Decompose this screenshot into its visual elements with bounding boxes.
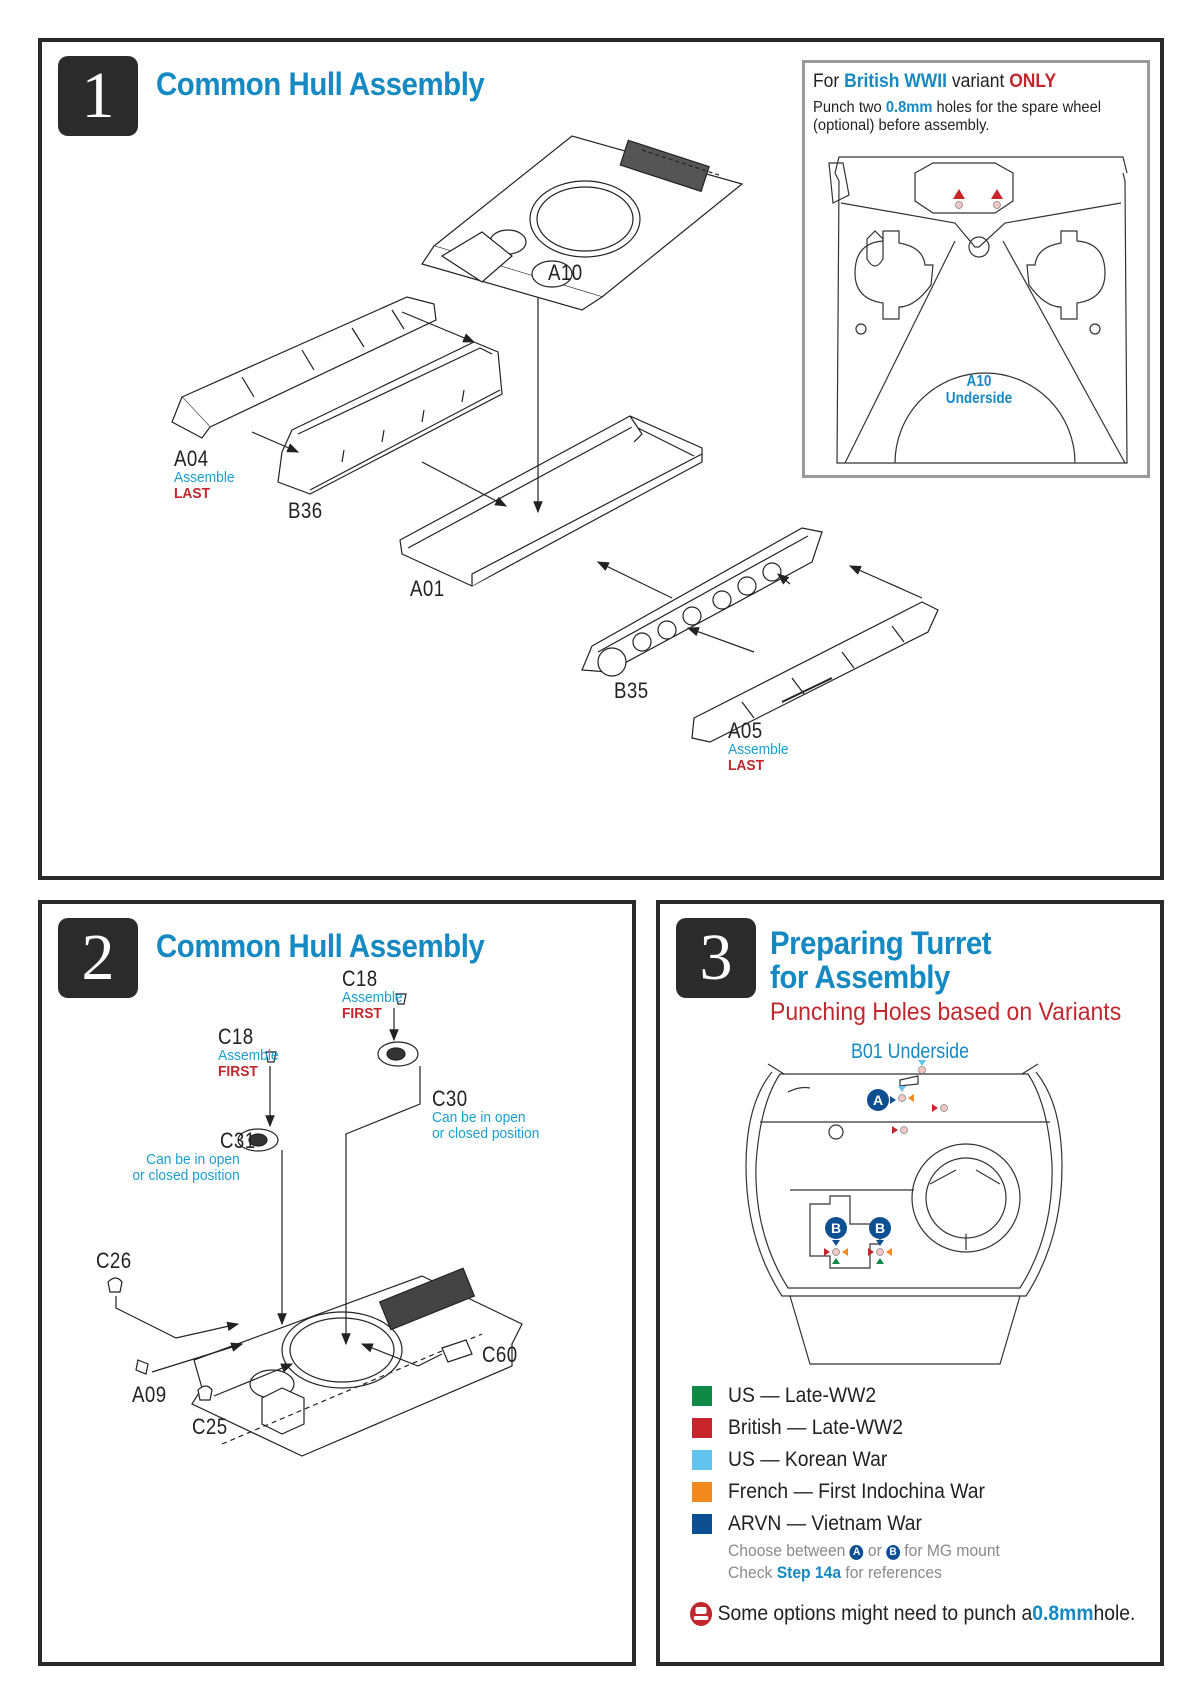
part-label-a04: A04 bbox=[174, 446, 209, 471]
arrow-c25-to-hull bbox=[213, 1363, 294, 1397]
part-label-b36: B36 bbox=[288, 498, 323, 523]
part-c18-b-drawing bbox=[395, 993, 407, 1005]
legend-item: French — First Indochina War bbox=[692, 1476, 1024, 1508]
turret-diagram-label: B01 Underside bbox=[850, 1040, 970, 1063]
arvn-step-note: Check Step 14a for references bbox=[728, 1563, 942, 1582]
part-label-b35: B35 bbox=[614, 678, 649, 703]
badge-b-icon: B bbox=[886, 1545, 900, 1560]
mg-mount-badge-b: B bbox=[868, 1217, 892, 1264]
inset-heading: For British WWII variant ONLY bbox=[813, 71, 1057, 92]
c18-note: Assemble FIRST bbox=[342, 989, 403, 1022]
step-number: 2 bbox=[58, 918, 138, 998]
legend-item: British — Late-WW2 bbox=[692, 1412, 1024, 1444]
c31-note: Can be in open or closed position bbox=[132, 1151, 240, 1184]
step-number: 3 bbox=[676, 918, 756, 998]
step-title: Common Hull Assembly bbox=[156, 928, 485, 964]
part-a10-drawing bbox=[421, 135, 744, 311]
part-b36-drawing bbox=[277, 341, 503, 495]
legend-swatch bbox=[692, 1482, 712, 1502]
british-variant-inset: For British WWII variant ONLY Punch two … bbox=[802, 60, 1150, 478]
part-c25-drawing bbox=[197, 1385, 213, 1401]
a04-note: Assemble LAST bbox=[174, 469, 235, 502]
part-c60-drawing bbox=[441, 1339, 473, 1363]
part-label-c25: C25 bbox=[192, 1414, 228, 1439]
arrow-a05-to-b35-b bbox=[686, 627, 755, 653]
arrow-a04-to-b36-b bbox=[251, 431, 300, 453]
mg-mount-badge-a bbox=[867, 1089, 889, 1111]
part-label-c60: C60 bbox=[482, 1342, 518, 1367]
part-label-c26: C26 bbox=[96, 1248, 132, 1273]
part-a01-drawing bbox=[399, 415, 703, 587]
part-c18-a-drawing bbox=[265, 1051, 277, 1063]
step-title: Common Hull Assembly bbox=[156, 66, 485, 102]
step-3-panel: 3 Preparing Turret for Assembly Punching… bbox=[656, 900, 1164, 1666]
legend-swatch bbox=[692, 1514, 712, 1534]
a05-note: Assemble LAST bbox=[728, 741, 789, 774]
turret-underside-diagram: A B B bbox=[745, 1060, 1063, 1365]
arrow-c30-to-hull bbox=[341, 1066, 421, 1346]
part-a09-drawing bbox=[135, 1359, 149, 1375]
legend-swatch bbox=[692, 1418, 712, 1438]
legend-item: ARVN — Vietnam War bbox=[692, 1508, 1024, 1540]
punch-hole bbox=[955, 201, 963, 209]
hull-body-drawing bbox=[191, 1267, 523, 1457]
a10-underside-diagram bbox=[828, 156, 1128, 464]
hull-exploded-diagram bbox=[171, 135, 939, 743]
legend-item: US — Late-WW2 bbox=[692, 1380, 1024, 1412]
badge-a-icon: A bbox=[849, 1545, 864, 1560]
part-label-a01: A01 bbox=[410, 576, 445, 601]
variant-legend: US — Late-WW2 British — Late-WW2 US — Ko… bbox=[692, 1380, 1024, 1584]
legend-swatch bbox=[692, 1450, 712, 1470]
c30-note: Can be in open or closed position bbox=[432, 1109, 540, 1142]
arrow-c26-to-hull bbox=[115, 1296, 240, 1339]
svg-text:A: A bbox=[873, 1092, 883, 1108]
punch-warning: Some options might need to punch a 0.8mm… bbox=[690, 1602, 1135, 1626]
c18-note: Assemble FIRST bbox=[218, 1047, 279, 1080]
step-2-panel: 2 Common Hull Assembly bbox=[38, 900, 636, 1666]
mg-mount-badge-b: B bbox=[824, 1217, 848, 1264]
arrow-a05-to-b35-a bbox=[777, 573, 791, 585]
inset-part-label: A10 Underside bbox=[945, 373, 1013, 407]
inset-instructions: Punch two 0.8mm holes for the spare whee… bbox=[813, 99, 1102, 134]
part-label-c18: C18 bbox=[218, 1024, 254, 1049]
part-label-a05: A05 bbox=[728, 718, 763, 743]
punch-tool-icon bbox=[690, 1602, 713, 1626]
punch-marker-triangle bbox=[991, 189, 1003, 199]
arvn-mg-note: Choose between A or B for MG mount bbox=[728, 1541, 1000, 1560]
step-number: 1 bbox=[58, 56, 138, 136]
punch-hole bbox=[993, 201, 1001, 209]
punch-marker-triangle bbox=[953, 189, 965, 199]
part-label-a09: A09 bbox=[132, 1382, 167, 1407]
hull-detail-diagram bbox=[107, 993, 523, 1457]
svg-text:B: B bbox=[831, 1220, 841, 1236]
punch-marks bbox=[953, 189, 1003, 209]
arrow-a09-to-hull bbox=[151, 1342, 244, 1373]
punch-markers: A B B bbox=[824, 1060, 948, 1264]
arrow-a05-to-b35-c bbox=[848, 565, 923, 599]
part-label-c30: C30 bbox=[432, 1086, 468, 1111]
arrow-b35-to-a01 bbox=[596, 561, 673, 599]
arrow-a04-to-b36-a bbox=[401, 311, 476, 343]
step-1-panel: 1 Common Hull Assembly bbox=[38, 38, 1164, 880]
arrow-b36-to-a01 bbox=[421, 461, 508, 507]
part-b35-drawing bbox=[581, 527, 823, 677]
arrow-c60-to-hull bbox=[360, 1343, 443, 1367]
legend-swatch bbox=[692, 1386, 712, 1406]
part-c26-drawing bbox=[107, 1277, 123, 1293]
svg-text:B: B bbox=[875, 1220, 885, 1236]
legend-item: US — Korean War bbox=[692, 1444, 1024, 1476]
part-a04-drawing bbox=[171, 296, 437, 439]
part-label-a10: A10 bbox=[548, 260, 583, 285]
step-subtitle: Punching Holes based on Variants bbox=[770, 998, 1122, 1026]
part-label-c31: C31 bbox=[220, 1128, 256, 1153]
part-a05-drawing bbox=[691, 601, 939, 743]
step-title: Preparing Turret for Assembly bbox=[770, 925, 992, 995]
part-label-c18: C18 bbox=[342, 966, 378, 991]
